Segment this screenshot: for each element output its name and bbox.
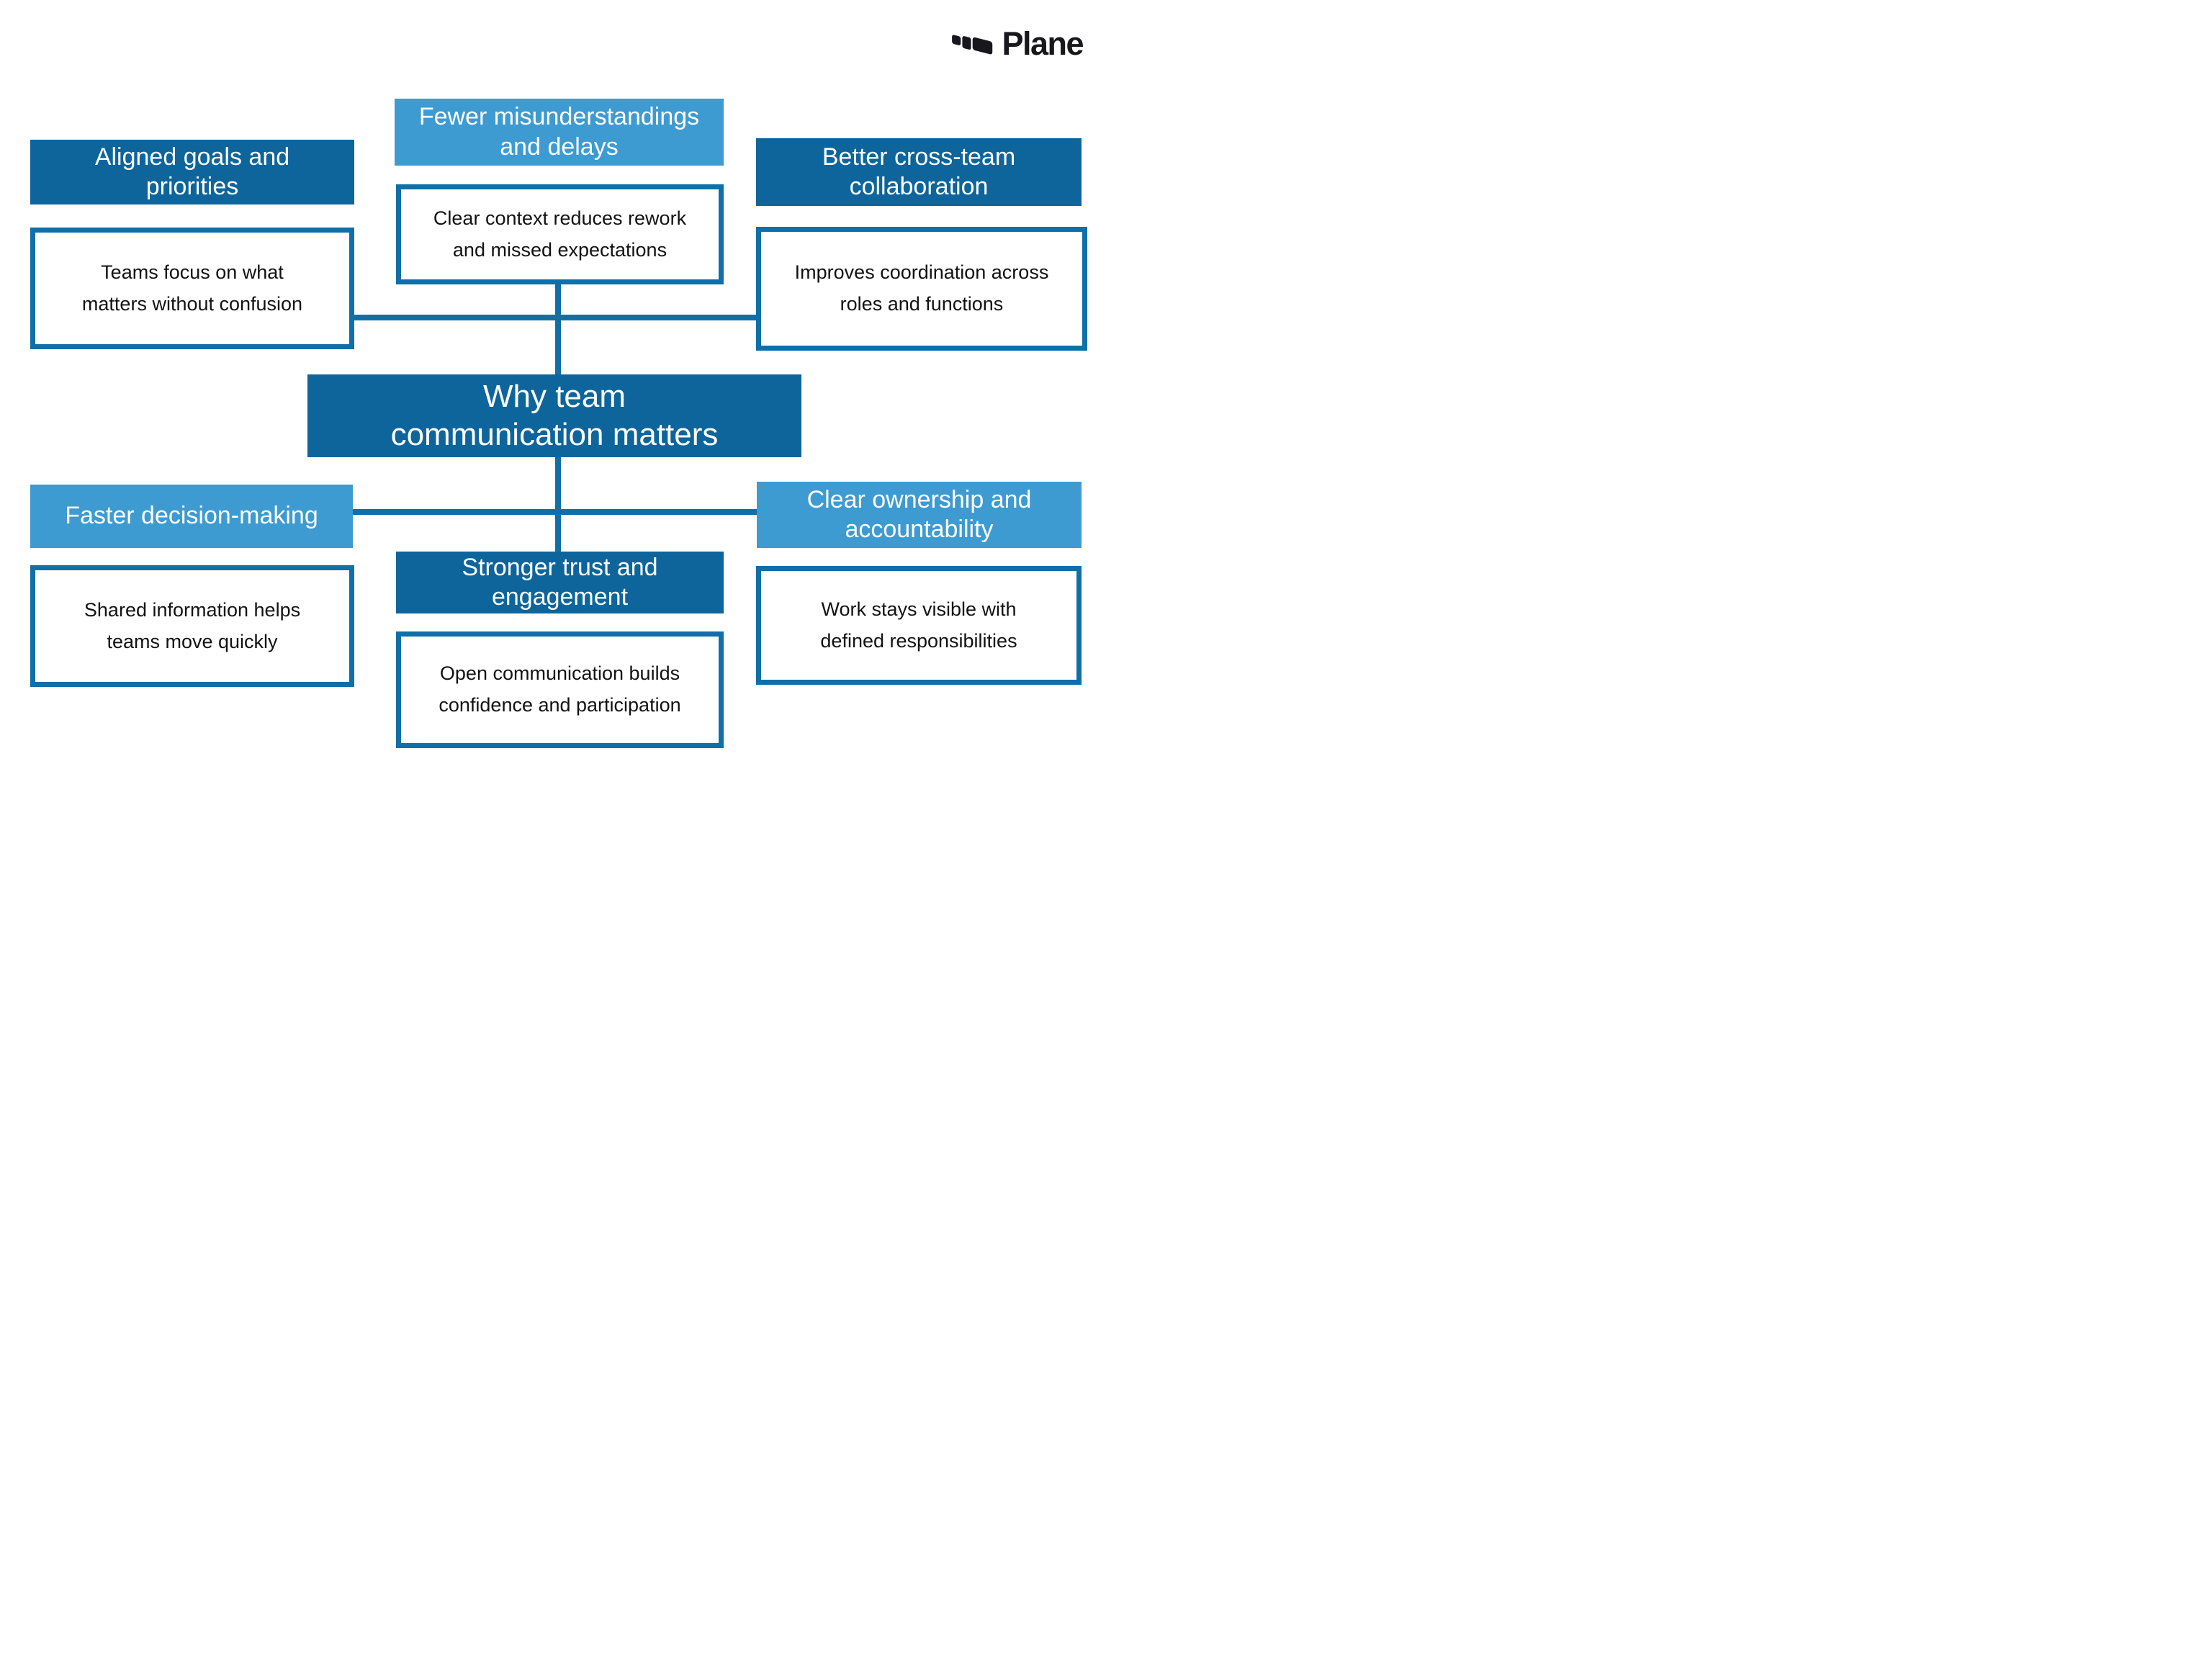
branch-description: Clear context reduces rework and missed … [433,207,687,261]
plane-logo-icon [952,35,993,55]
branch-detail-fewer-misunderstandings: Clear context reduces rework and missed … [396,184,724,284]
connector-vertical-bottom [555,456,561,553]
branch-detail-faster-decision-making: Shared information helps teams move quic… [30,565,354,687]
central-topic-title: Why team communication matters [390,378,719,452]
branch-header-aligned-goals: Aligned goals and priorities [30,140,354,204]
branch-description: Improves coordination across roles and f… [794,261,1049,315]
branch-title: Stronger trust and engagement [462,553,658,611]
connector-vertical-top [555,283,561,377]
branch-header-faster-decision-making: Faster decision-making [30,485,353,548]
infographic-canvas: Why team communication matters Aligned g… [0,0,1106,830]
branch-header-fewer-misunderstandings: Fewer misunderstandings and delays [395,99,724,166]
branch-title: Faster decision-making [65,502,318,530]
branch-detail-cross-team-collaboration: Improves coordination across roles and f… [756,227,1087,351]
branch-description: Work stays visible with defined responsi… [820,598,1017,652]
branch-title: Better cross-team collaboration [822,143,1016,200]
branch-detail-aligned-goals: Teams focus on what matters without conf… [30,228,354,349]
branch-description: Teams focus on what matters without conf… [81,261,303,315]
branch-detail-clear-ownership: Work stays visible with defined responsi… [756,566,1082,685]
branch-detail-stronger-trust: Open communication builds confidence and… [396,631,724,748]
connector-horizontal-bottom [351,509,758,515]
central-topic-box: Why team communication matters [307,374,801,457]
branch-title: Aligned goals and priorities [94,143,290,200]
plane-logo: Plane [952,25,1084,62]
branch-title: Clear ownership and accountability [806,485,1032,543]
branch-description: Shared information helps teams move quic… [84,598,301,652]
branch-header-cross-team-collaboration: Better cross-team collaboration [756,138,1082,206]
branch-title: Fewer misunderstandings and delays [418,103,700,161]
branch-description: Open communication builds confidence and… [439,662,681,716]
plane-logo-wordmark: Plane [1002,25,1084,62]
connector-horizontal-top [353,315,757,320]
branch-header-stronger-trust: Stronger trust and engagement [396,552,724,613]
branch-header-clear-ownership: Clear ownership and accountability [757,482,1082,548]
